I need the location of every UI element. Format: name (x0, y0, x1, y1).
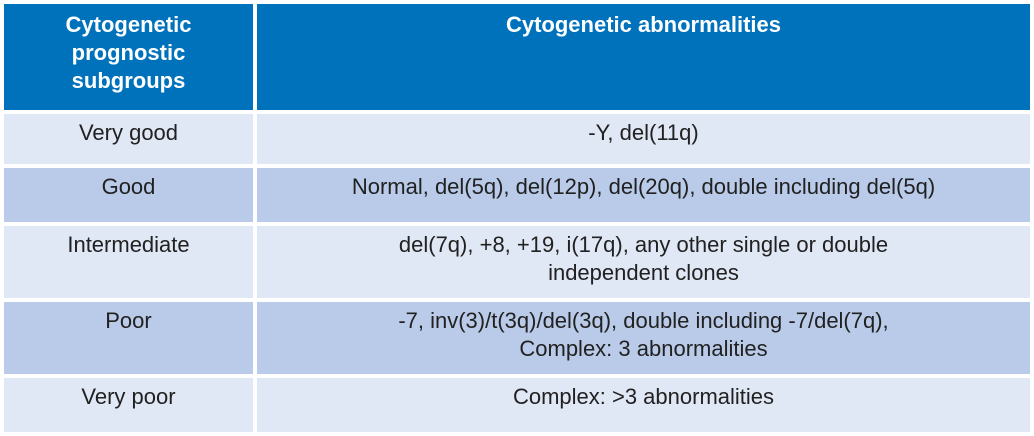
abnormalities-cell: Complex: >3 abnormalities (257, 378, 1030, 432)
table-row: Good Normal, del(5q), del(12p), del(20q)… (4, 168, 1030, 222)
abnormalities-cell: -Y, del(11q) (257, 114, 1030, 164)
subgroup-cell: Intermediate (4, 226, 253, 298)
abnormalities-cell: -7, inv(3)/t(3q)/del(3q), double includi… (257, 302, 1030, 374)
subgroup-cell: Poor (4, 302, 253, 374)
abnormalities-cell: del(7q), +8, +19, i(17q), any other sing… (257, 226, 1030, 298)
subgroup-cell: Very good (4, 114, 253, 164)
header-row: Cytogenetic prognostic subgroups Cytogen… (4, 4, 1030, 110)
table-row: Intermediate del(7q), +8, +19, i(17q), a… (4, 226, 1030, 298)
table-body: Very good -Y, del(11q) Good Normal, del(… (4, 114, 1030, 432)
column-header-subgroups: Cytogenetic prognostic subgroups (4, 4, 253, 110)
table-row: Poor -7, inv(3)/t(3q)/del(3q), double in… (4, 302, 1030, 374)
abnormalities-cell: Normal, del(5q), del(12p), del(20q), dou… (257, 168, 1030, 222)
subgroup-cell: Very poor (4, 378, 253, 432)
subgroup-cell: Good (4, 168, 253, 222)
table-row: Very poor Complex: >3 abnormalities (4, 378, 1030, 432)
table-row: Very good -Y, del(11q) (4, 114, 1030, 164)
column-header-abnormalities: Cytogenetic abnormalities (257, 4, 1030, 110)
table-header: Cytogenetic prognostic subgroups Cytogen… (4, 4, 1030, 110)
